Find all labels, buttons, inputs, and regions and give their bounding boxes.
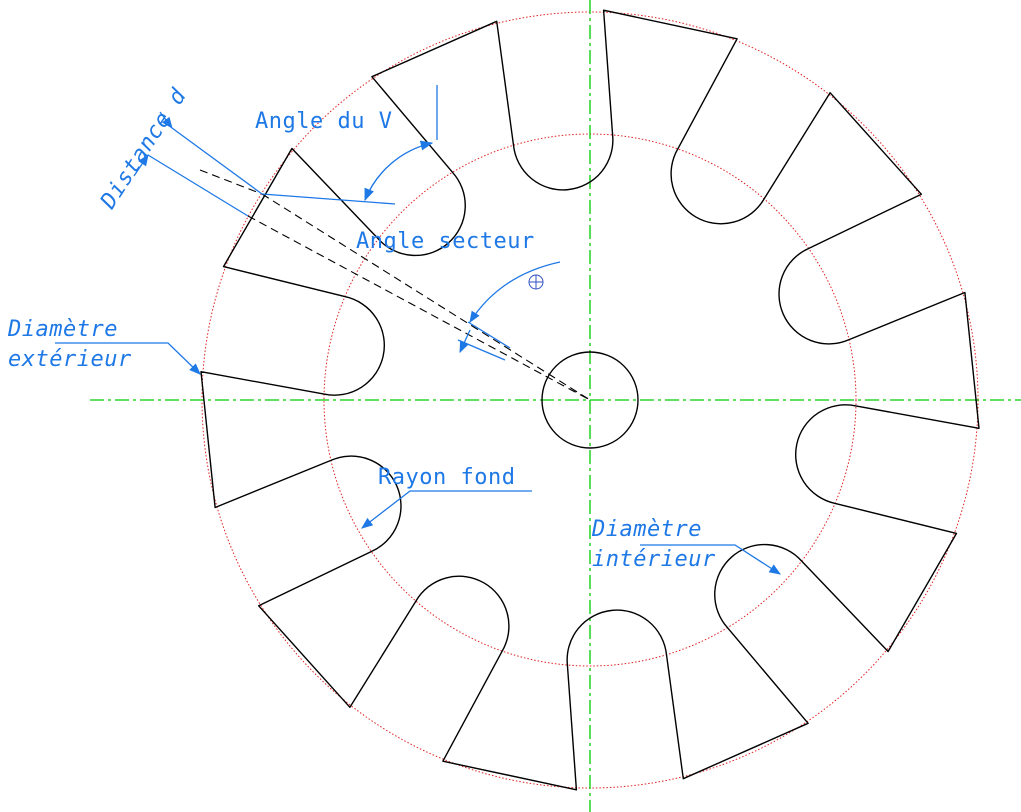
rayon-fond-leader	[361, 490, 532, 529]
inner-diameter-leader	[640, 544, 781, 575]
construction-lines	[199, 169, 591, 401]
distance-d-dimension	[133, 111, 263, 217]
inner-diameter-label-line2: intérieur	[592, 547, 716, 572]
angle-v-label: Angle du V	[255, 109, 392, 134]
inner-diameter-circle	[323, 133, 857, 667]
angle-secteur-label: Angle secteur	[356, 229, 535, 254]
angle-v-arc	[364, 140, 434, 202]
outer-diameter-label-line2: extérieur	[8, 347, 132, 372]
rayon-fond-label: Rayon fond	[378, 465, 515, 490]
distance-d-label: Distance d	[96, 84, 193, 214]
angle-v-flank	[261, 193, 396, 205]
outer-diameter-label-line1: Diamètre	[7, 317, 118, 342]
outer-diameter-leader	[55, 342, 201, 375]
gear-outline	[200, 9, 980, 791]
inner-diameter-label-line1: Diamètre	[591, 517, 702, 542]
bore-circle	[541, 351, 639, 449]
angle-secteur-dimension	[457, 261, 561, 361]
